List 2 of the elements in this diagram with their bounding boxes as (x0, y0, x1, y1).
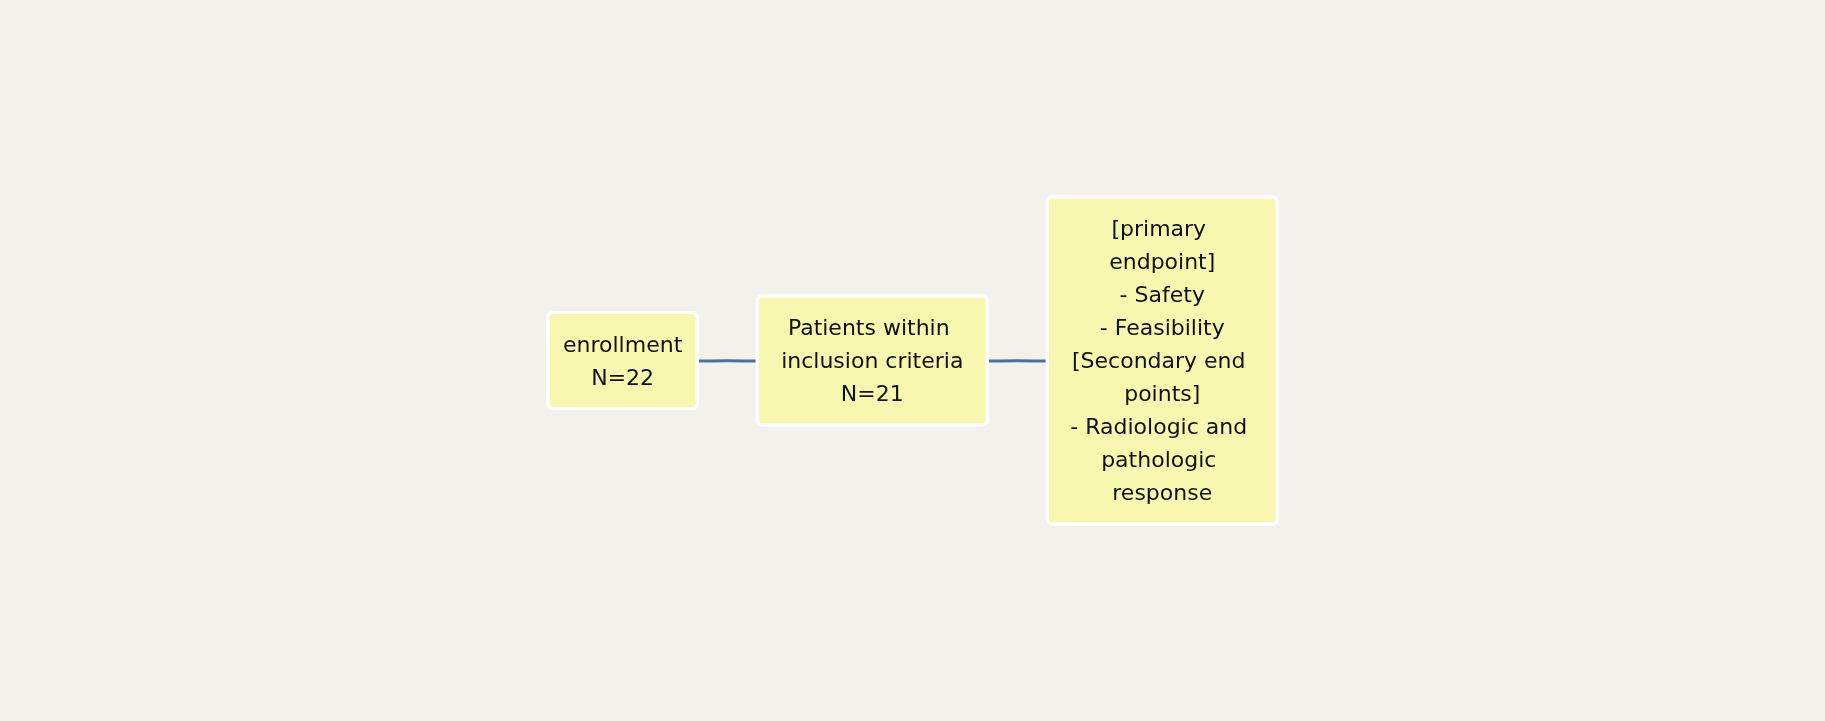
connector (987, 359, 1048, 363)
connector (697, 359, 758, 363)
